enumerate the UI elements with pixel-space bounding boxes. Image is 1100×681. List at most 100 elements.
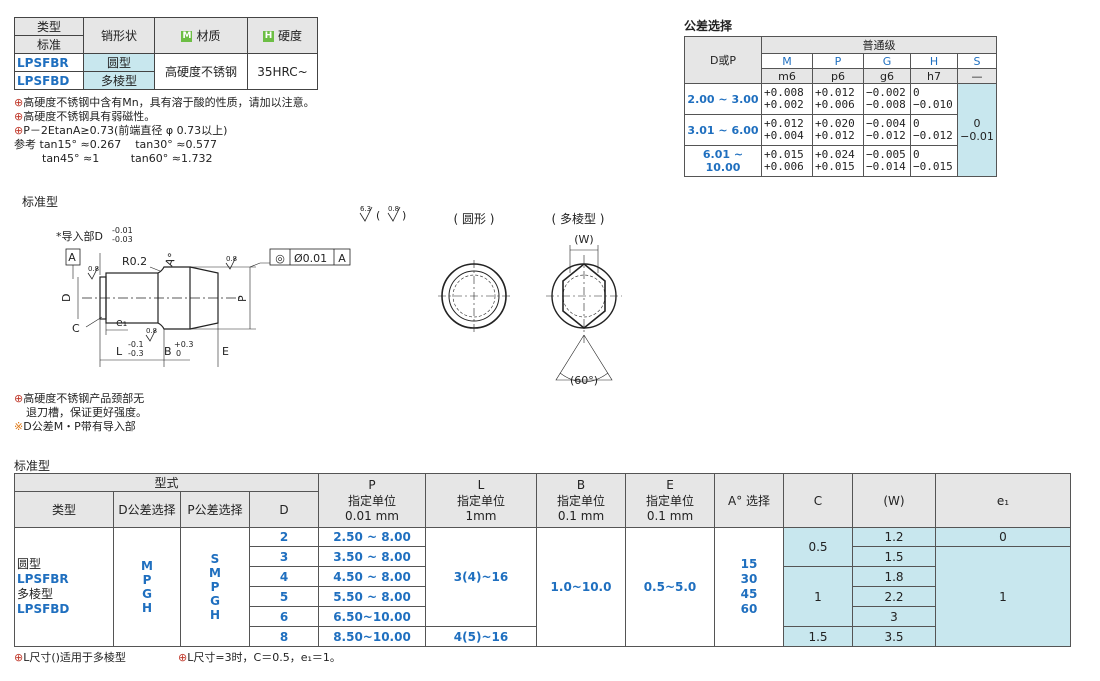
roughness-1: 0.8 — [88, 265, 99, 273]
gdt-value: Ø0.01 — [294, 252, 327, 265]
material-label: 材质 — [196, 29, 221, 43]
ptol-m: M — [209, 566, 221, 580]
tol-upper: +0.012 — [815, 86, 855, 99]
a-angle-label: A° — [163, 251, 180, 268]
grade-g: g6 — [863, 68, 911, 84]
a-60: 60 — [740, 602, 758, 616]
tan15: tan15° ≈0.267 — [39, 138, 122, 151]
warning-icon: ⊕ — [178, 651, 188, 664]
hardness-badge-icon: H — [262, 31, 274, 42]
footer-note-1: ⊕L尺寸()适用于多棱型 — [14, 651, 126, 665]
datum-a-label: A — [68, 251, 76, 264]
roughness-mark-icon — [145, 328, 157, 342]
shape-polygon: 多棱型 — [83, 71, 155, 90]
tol-lower: +0.002 — [764, 98, 804, 111]
ptol-header: P公差选择 — [180, 491, 250, 528]
tol-cell: −0.005−0.014 — [863, 145, 911, 177]
gdt-datum: A — [338, 252, 346, 265]
drawing-title: 标准型 — [22, 195, 59, 209]
s-upper: 0 — [973, 117, 981, 130]
d-value: 3 — [249, 546, 319, 567]
pin-drawing: A *导入部D -0.01 -0.03 R0.2 A° D P C e₁ L -… — [56, 205, 622, 387]
a-header: A° 选择 — [714, 473, 784, 528]
tol-cell: +0.012+0.004 — [761, 114, 813, 146]
e1-label: e₁ — [116, 316, 127, 329]
type-code-lpsfbd: LPSFBD — [17, 602, 70, 616]
tol-lower: +0.006 — [815, 98, 855, 111]
note-magnetic: ⊕高硬度不锈钢具有弱磁性。 — [14, 110, 155, 124]
e-header-unit: 指定单位 — [645, 494, 694, 508]
e-header-name: E — [666, 478, 674, 492]
material-badge-icon: M — [181, 31, 193, 42]
type-cell: 圆型 LPSFBR 多棱型 LPSFBD — [14, 527, 114, 647]
type-code-lpsfbr: LPSFBR — [17, 572, 69, 586]
tan60: tan60° ≈1.732 — [130, 152, 213, 165]
grade-s: — — [957, 68, 997, 84]
tol-upper: +0.020 — [815, 117, 855, 130]
standard-header: 标准 — [14, 35, 84, 54]
shape-round: 圆型 — [83, 53, 155, 72]
tol-upper: +0.024 — [815, 148, 855, 161]
guide-tol-upper: -0.01 — [112, 226, 133, 235]
c-value: 0.5 — [783, 527, 853, 567]
dtol-m: M — [141, 559, 153, 573]
reference-row1: 参考 tan15° ≈0.267 tan30° ≈0.577 — [14, 138, 217, 152]
note-text: 高硬度不锈钢产品颈部无 — [23, 392, 145, 405]
d-header: D — [249, 491, 319, 528]
p-value: 2.50 ~ 8.00 — [318, 527, 426, 547]
dtol-cell: M P G H — [113, 527, 181, 647]
tol-upper: +0.012 — [764, 117, 804, 130]
c-value: 1.5 — [783, 626, 853, 647]
b-label: B — [164, 345, 172, 358]
tol-lower: −0.010 — [913, 98, 953, 111]
tan45: tan45° ≈1 — [42, 152, 100, 165]
l-header-unit: 指定单位 — [456, 494, 505, 508]
tol-lower: −0.012 — [913, 129, 953, 142]
tol-cell: 0−0.010 — [910, 83, 958, 115]
tol-upper: 0 — [913, 117, 920, 130]
b-tol-upper: +0.3 — [174, 340, 193, 349]
round-caption: ( 圆形 ) — [454, 212, 495, 226]
concentricity-icon: ◎ — [275, 252, 285, 265]
tol-cell: +0.024+0.015 — [812, 145, 864, 177]
c-label: C — [72, 322, 80, 335]
form-header: 型式 — [14, 473, 319, 492]
w-label: (W) — [574, 233, 593, 246]
range-row: 6.01 ~ 10.00 — [684, 145, 762, 177]
e-range: 0.5~5.0 — [625, 527, 715, 647]
warning-icon: ⊕ — [14, 651, 24, 664]
ptol-h: H — [209, 608, 221, 622]
p-value: 6.50~10.00 — [318, 606, 426, 627]
note-text: 高硬度不锈钢具有弱磁性。 — [23, 110, 156, 123]
col-s: S — [957, 53, 997, 69]
normal-grade-header: 普通级 — [761, 36, 997, 54]
tol-cell: −0.004−0.012 — [863, 114, 911, 146]
poly-hexagon — [562, 262, 606, 330]
tan30: tan30° ≈0.577 — [135, 138, 217, 151]
note-guide: ※D公差M・P带有导入部 — [14, 420, 136, 434]
asterisk-icon: ※ — [14, 420, 24, 433]
tolerance-title: 公差选择 — [684, 19, 733, 33]
material-value: 高硬度不锈钢 — [154, 53, 248, 90]
pin-shape-header: 销形状 — [83, 17, 155, 54]
code-lpsfbd: LPSFBD — [14, 71, 84, 90]
note-neck-2: 退刀槽，保证更好强度。 — [26, 406, 147, 419]
tol-lower: +0.015 — [815, 160, 855, 173]
e1-header: e₁ — [935, 473, 1071, 528]
angle-label: (60°) — [570, 374, 598, 387]
dtol-g: G — [142, 587, 152, 601]
note-text: L尺寸()适用于多棱型 — [23, 651, 126, 664]
e-label: E — [222, 345, 229, 358]
footer-note-2: ⊕L尺寸=3时，C＝0.5，e₁＝1。 — [178, 651, 341, 665]
tol-lower: −0.008 — [866, 98, 906, 111]
type-polygon: 多棱型 — [17, 587, 54, 601]
tol-cell: −0.002−0.008 — [863, 83, 911, 115]
note-text: D公差M・P带有导入部 — [23, 420, 136, 433]
